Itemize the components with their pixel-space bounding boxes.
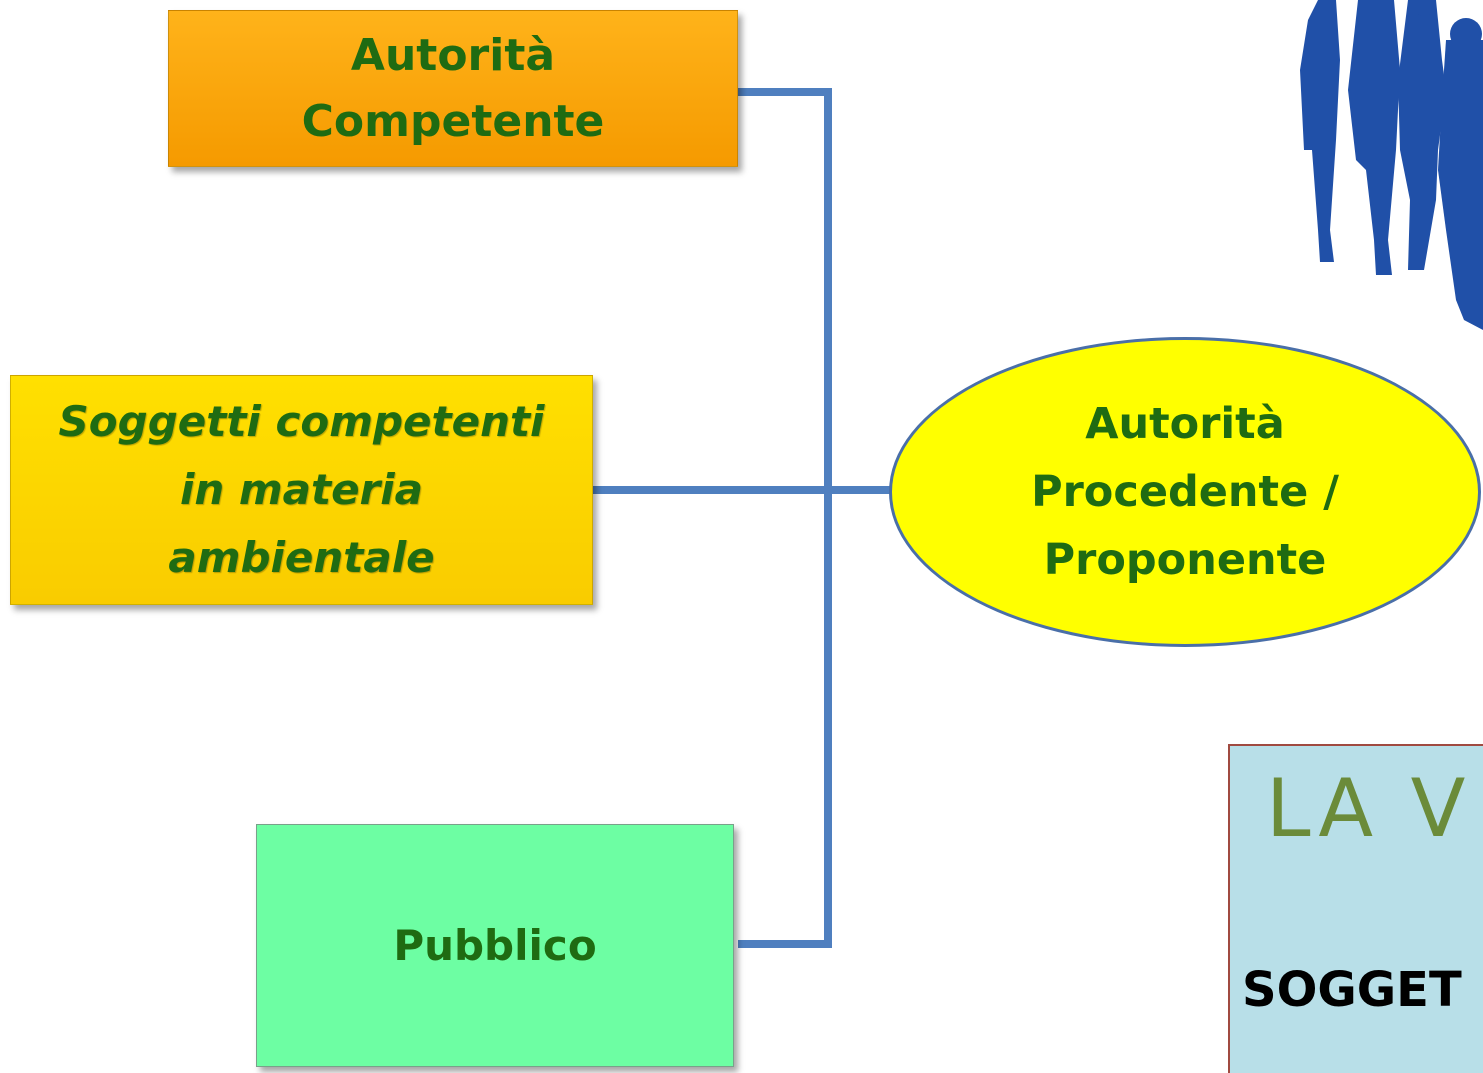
autorita-procedente-line3: Proponente xyxy=(1043,535,1327,585)
people-silhouette-icon xyxy=(1300,0,1483,330)
section-subtitle: SOGGET xyxy=(1242,962,1462,1018)
section-title: LA V xyxy=(1266,762,1472,855)
autorita-procedente-line1: Autorità xyxy=(1085,399,1285,449)
autorita-procedente-line2: Procedente / xyxy=(1031,467,1339,517)
soggetti-competenti-line1: Soggetti competenti xyxy=(58,397,545,446)
autorita-competente-line1: Autorità xyxy=(350,29,556,81)
pubblico-box: Pubblico xyxy=(256,824,734,1067)
soggetti-competenti-line2: in materia xyxy=(179,465,424,514)
connector-autorita-competente xyxy=(738,88,832,948)
autorita-competente-line2: Competente xyxy=(301,95,605,147)
section-title-panel: LA V SOGGET xyxy=(1228,744,1483,1073)
soggetti-competenti-box: Soggetti competenti in materia ambiental… xyxy=(10,375,593,605)
autorita-competente-box: Autorità Competente xyxy=(168,10,738,167)
pubblico-label: Pubblico xyxy=(393,921,597,970)
autorita-procedente-ellipse: Autorità Procedente / Proponente xyxy=(889,337,1481,647)
soggetti-competenti-line3: ambientale xyxy=(168,533,435,582)
